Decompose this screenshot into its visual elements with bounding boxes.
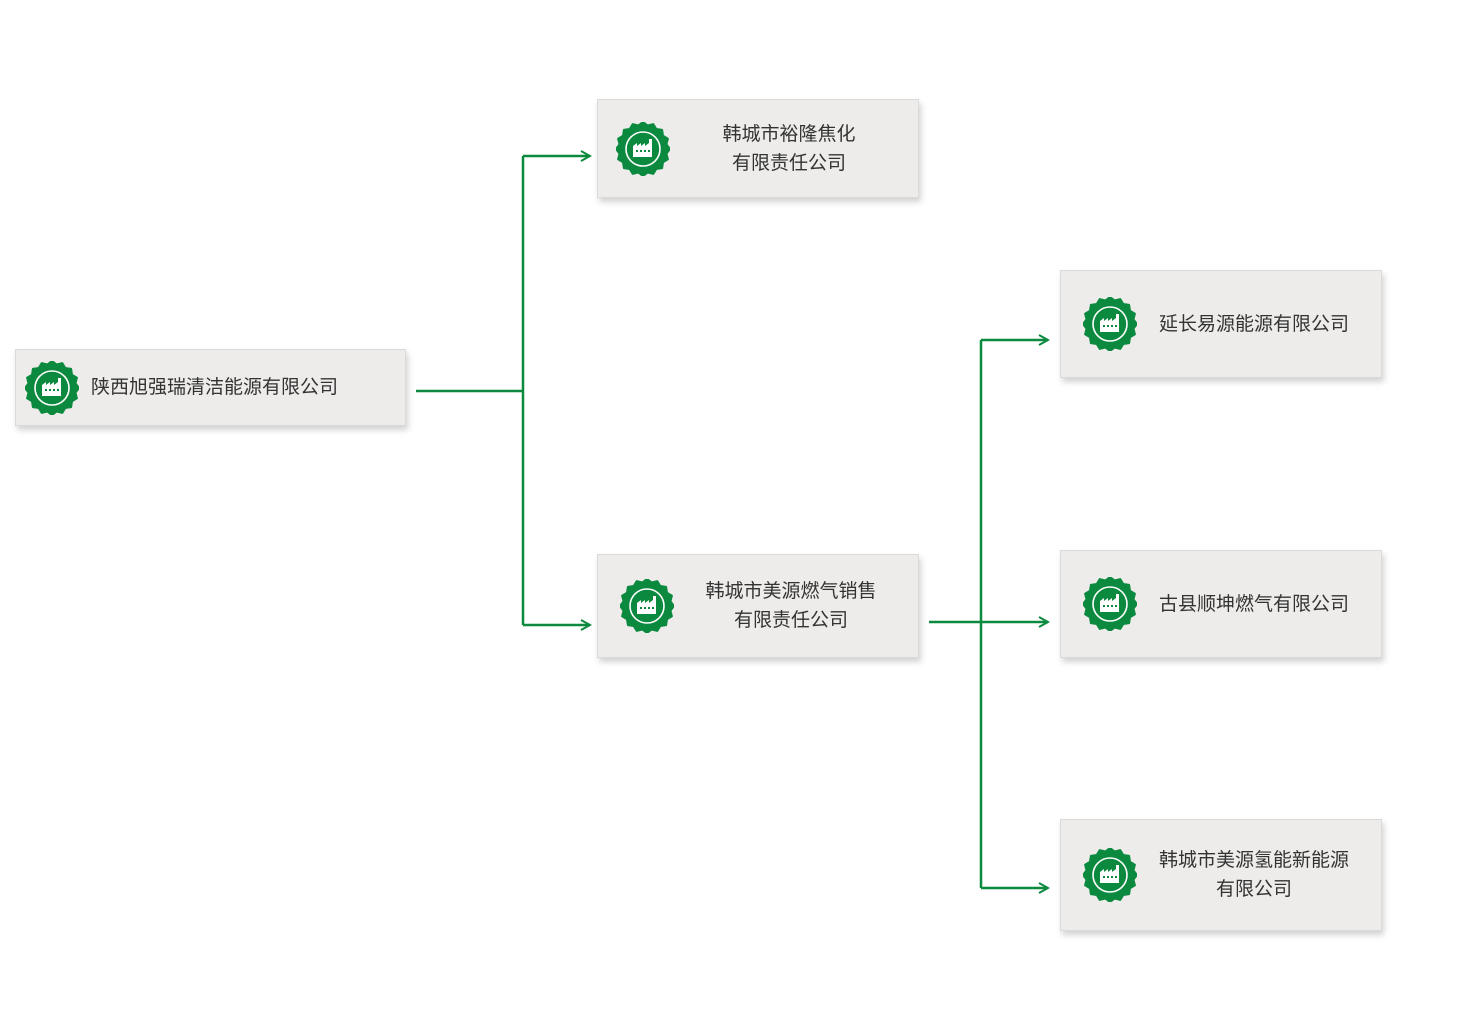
company-name: 韩城市美源氢能新能源 有限公司	[1137, 846, 1381, 904]
factory-badge-icon	[619, 578, 675, 634]
factory-badge-icon	[24, 359, 80, 416]
connector-meiyuan-trunk	[929, 340, 983, 888]
connector-root-trunk	[416, 156, 525, 625]
company-name: 古县顺坤燃气有限公司	[1137, 590, 1381, 619]
factory-badge-icon	[1082, 847, 1138, 903]
company-name-line1: 韩城市裕隆焦化	[722, 122, 856, 145]
node-yulong-coking[interactable]: 韩城市裕隆焦化 有限责任公司	[597, 99, 919, 198]
company-name: 延长易源能源有限公司	[1137, 310, 1381, 339]
company-name-line1: 古县顺坤燃气有限公司	[1158, 592, 1349, 615]
company-name-line1: 延长易源能源有限公司	[1158, 312, 1349, 335]
node-guxian-gas[interactable]: 古县顺坤燃气有限公司	[1060, 550, 1382, 658]
company-name: 陕西旭强瑞清洁能源有限公司	[79, 373, 405, 402]
factory-badge-icon	[1082, 296, 1138, 352]
company-name-line2: 有限公司	[1215, 878, 1292, 900]
company-name-line1: 陕西旭强瑞清洁能源有限公司	[91, 376, 339, 398]
company-name-line1: 韩城市美源燃气销售	[705, 580, 877, 602]
company-name: 韩城市裕隆焦化 有限责任公司	[670, 120, 918, 178]
node-root-company[interactable]: 陕西旭强瑞清洁能源有限公司	[15, 349, 406, 426]
company-name-line2: 有限责任公司	[733, 609, 848, 631]
node-meiyuan-gas-sales[interactable]: 韩城市美源燃气销售 有限责任公司	[597, 554, 919, 658]
factory-badge-icon	[1082, 576, 1138, 632]
factory-badge-icon	[615, 120, 671, 177]
company-name-line1: 韩城市美源氢能新能源	[1158, 849, 1349, 871]
company-name-line2: 有限责任公司	[731, 151, 846, 174]
node-yanchang-energy[interactable]: 延长易源能源有限公司	[1060, 270, 1382, 378]
company-name: 韩城市美源燃气销售 有限责任公司	[674, 577, 918, 635]
node-meiyuan-hydrogen[interactable]: 韩城市美源氢能新能源 有限公司	[1060, 819, 1382, 931]
